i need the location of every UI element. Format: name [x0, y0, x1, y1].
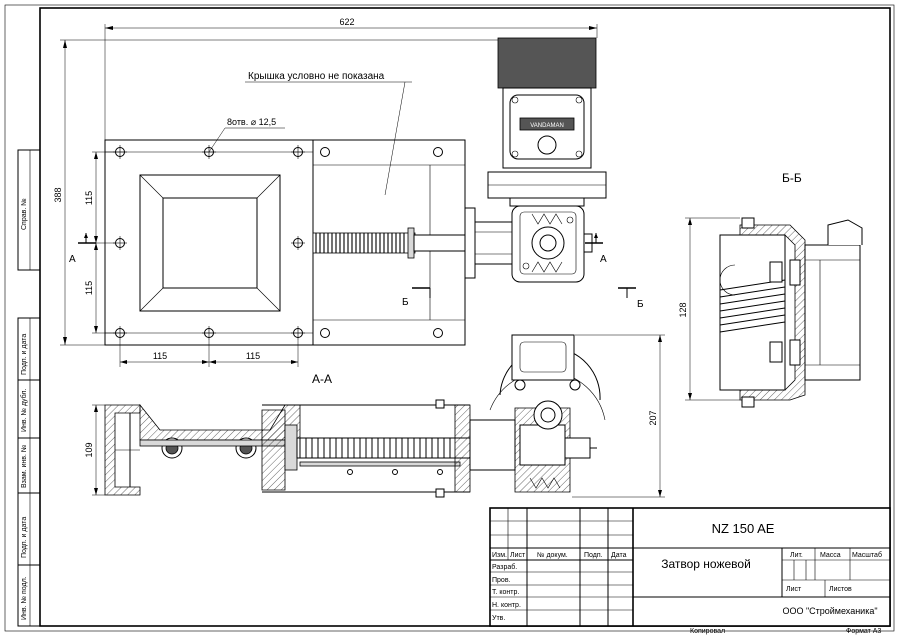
cover-note-text: Крышка условно не показана — [248, 71, 385, 82]
dim-bb-height: 128 — [678, 217, 740, 401]
title-format: Формат А3 — [846, 628, 881, 635]
title-copied: Копировал — [690, 628, 725, 635]
dim-overall-height: 388 — [53, 39, 498, 346]
dim-bottom-right-label: 115 — [246, 351, 260, 361]
sheet-frame — [39, 7, 891, 627]
section-b-b: Б-Б 128 — [678, 171, 863, 408]
section-mark-a-right: А — [600, 254, 607, 265]
dim-upper-half-label: 115 — [84, 191, 94, 205]
section-mark-b-left: Б — [402, 297, 409, 308]
title-sheets: Листов — [829, 586, 852, 593]
row-label-norm-control: Н. контр. — [492, 602, 521, 609]
side-stamp-cell-6: Инв. № подл. — [21, 576, 28, 620]
motor-nameplate: VANDAMAN — [530, 123, 564, 129]
row-label-tech-control: Т. контр. — [492, 589, 519, 596]
dim-lower-half-label: 115 — [84, 281, 94, 295]
title-block: NZ 150 AE Затвор ножевой ООО "Строймехан… — [489, 507, 891, 627]
lead-screw — [312, 207, 516, 279]
section-bb-title: Б-Б — [782, 171, 802, 185]
side-stamp-cell-1: Справ. № — [21, 198, 28, 230]
dim-overall-height-label: 388 — [53, 187, 63, 202]
title-lit: Лит. — [790, 552, 803, 559]
section-mark-b-right: Б — [637, 299, 644, 310]
side-stamp-cell-3: Инв. № дубл. — [20, 389, 28, 432]
title-company: ООО "Строймеханика" — [782, 606, 877, 616]
bolt-holes — [113, 145, 443, 340]
side-stamp: Справ. № Подп. и дата Инв. № дубл. Взам.… — [17, 149, 41, 627]
dim-section-height-label: 109 — [84, 442, 94, 457]
title-mass: Масса — [820, 552, 841, 559]
title-designation: NZ 150 AE — [712, 521, 775, 536]
dim-right-height-label: 207 — [648, 410, 658, 425]
dim-horizontal-pitch: 115 115 — [119, 340, 299, 367]
worm-gearbox — [511, 205, 593, 283]
side-stamp-cell-4: Взам. инв. № — [21, 445, 28, 488]
side-stamp-cell-5: Подп. и дата — [21, 517, 28, 558]
dim-bottom-left-label: 115 — [153, 351, 167, 361]
dim-right-height: 207 — [572, 334, 665, 498]
section-aa-title: А-А — [312, 372, 332, 386]
dim-bb-height-label: 128 — [678, 302, 688, 317]
sheet-outer-border — [4, 4, 895, 632]
title-sheet: Лист — [786, 586, 802, 593]
holes-note: 8отв. ⌀ 12,5 — [208, 117, 285, 153]
row-label-developed: Разраб. — [492, 563, 517, 571]
electric-motor: VANDAMAN — [487, 37, 607, 207]
header-col-date: Дата — [611, 552, 627, 559]
section-mark-a-left: А — [69, 254, 76, 265]
valve-port-inner — [162, 197, 258, 289]
section-a-a: А-А — [84, 334, 665, 498]
dim-overall-width-label: 622 — [339, 17, 354, 27]
section-mark-b: Б Б — [402, 287, 644, 310]
title-name: Затвор ножевой — [661, 557, 751, 571]
dim-section-height: 109 — [84, 404, 105, 496]
header-col-izm: Изм. — [492, 552, 507, 559]
holes-note-text: 8отв. ⌀ 12,5 — [227, 117, 276, 127]
section-mark-a: А А — [69, 233, 607, 265]
top-view: VANDAMAN 622 388 — [53, 17, 644, 367]
row-label-approved: Утв. — [492, 615, 505, 622]
header-col-doc: № докум. — [537, 552, 568, 559]
dim-overall-width: 622 — [104, 17, 598, 140]
valve-port-outer — [139, 174, 281, 312]
header-col-sign: Подп. — [584, 552, 603, 559]
cover-note: Крышка условно не показана — [245, 71, 412, 196]
side-stamp-cell-2: Подп. и дата — [21, 334, 28, 375]
title-scale: Масштаб — [852, 551, 882, 559]
header-col-list: Лист — [510, 552, 526, 559]
row-label-checked: Пров. — [492, 577, 511, 584]
